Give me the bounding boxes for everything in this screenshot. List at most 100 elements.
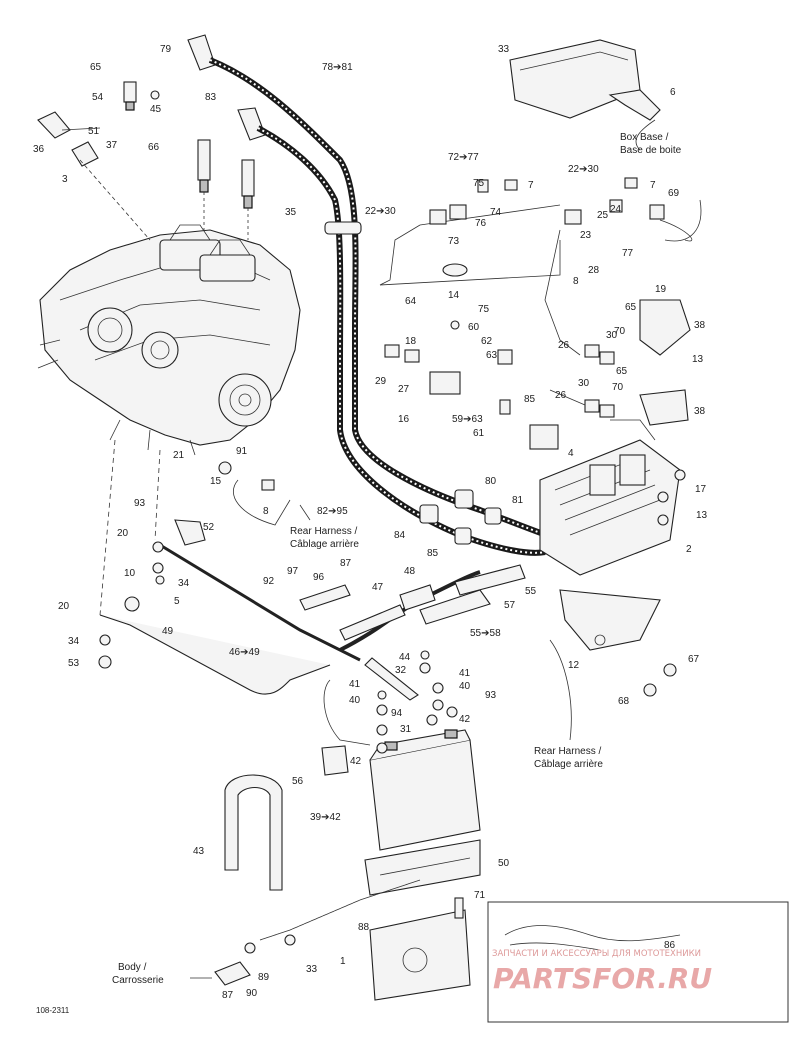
part-label: 66 [148, 142, 160, 153]
part-label: 5 [174, 596, 180, 607]
relays-and-connectors [379, 177, 702, 450]
part-label: 87 [340, 558, 352, 569]
part-label: 84 [394, 530, 406, 541]
part-label: 14 [448, 290, 460, 301]
battery [214, 729, 481, 1001]
part-label: 68 [618, 696, 630, 707]
part-label: 94 [391, 708, 403, 719]
part-label: 46➔49 [229, 647, 260, 658]
part-label: 13 [696, 510, 708, 521]
part-label: 67 [688, 654, 700, 665]
part-label: 77 [622, 248, 634, 259]
electrical-box [509, 39, 686, 697]
part-label: 64 [405, 296, 417, 307]
part-label: 63 [486, 350, 498, 361]
part-label: 37 [106, 140, 118, 151]
rear-harness-caption-1-fr: Câblage arrière [290, 539, 359, 550]
part-label: 33 [306, 964, 318, 975]
part-label: 82➔95 [317, 506, 348, 517]
part-label: 26 [555, 390, 567, 401]
part-label: 87 [222, 990, 234, 1001]
part-label: 44 [399, 652, 411, 663]
part-label: 50 [498, 858, 510, 869]
part-label: 32 [395, 665, 407, 676]
part-label: 90 [246, 988, 258, 999]
part-label: 17 [695, 484, 707, 495]
rear-harness-caption-2-fr: Câblage arrière [534, 759, 603, 770]
part-label: 97 [287, 566, 299, 577]
part-label: 83 [205, 92, 217, 103]
part-label: 52 [203, 522, 215, 533]
part-labels: 79 78➔81 65 54 45 83 36 51 37 3 66 33 6 … [33, 44, 708, 1001]
part-label: 36 [33, 144, 45, 155]
inset-detail-box [487, 901, 789, 1023]
box-base-caption-fr: Base de boite [620, 145, 682, 156]
part-label: 80 [485, 476, 497, 487]
rear-harness-caption-1-en: Rear Harness / [290, 526, 357, 537]
part-label: 38 [694, 406, 706, 417]
body-caption-fr: Carrosserie [112, 975, 164, 986]
part-label: 24 [610, 204, 622, 215]
part-label: 7 [528, 180, 534, 191]
part-label: 43 [193, 846, 205, 857]
box-base-caption-en: Box Base / [620, 132, 669, 143]
part-label: 60 [468, 322, 480, 333]
part-label: 26 [558, 340, 570, 351]
part-label: 70 [612, 382, 624, 393]
part-label: 2 [686, 544, 692, 555]
part-label: 29 [375, 376, 387, 387]
part-label: 55 [525, 586, 537, 597]
figure-id: 108-2311 [36, 1006, 70, 1015]
part-label: 89 [258, 972, 270, 983]
part-label: 75 [473, 178, 485, 189]
part-label: 57 [504, 600, 516, 611]
watermark-brand: PARTSFOR.RU [493, 962, 712, 995]
part-label: 96 [313, 572, 325, 583]
part-label: 38 [694, 320, 706, 331]
part-label: 8 [263, 506, 269, 517]
part-label: 28 [588, 265, 600, 276]
part-label: 22➔30 [365, 206, 396, 217]
battery-terminal-fasteners [376, 650, 458, 754]
part-label: 30 [606, 330, 618, 341]
part-label: 93 [485, 690, 497, 701]
part-label: 53 [68, 658, 80, 669]
part-label: 41 [349, 679, 361, 690]
part-label: 71 [474, 890, 486, 901]
part-label: 15 [210, 476, 222, 487]
part-label: 54 [92, 92, 104, 103]
part-label: 25 [597, 210, 609, 221]
part-label: 88 [358, 922, 370, 933]
part-label: 62 [481, 336, 493, 347]
part-label: 69 [668, 188, 680, 199]
part-label: 75 [478, 304, 490, 315]
part-label: 18 [405, 336, 417, 347]
part-label: 91 [236, 446, 248, 457]
battery-cables [98, 439, 526, 746]
part-label: 79 [160, 44, 172, 55]
sensor-parts-upper-left [37, 81, 160, 241]
part-label: 34 [68, 636, 80, 647]
watermark: ЗАПЧАСТИ И АКСЕССУАРЫ ДЛЯ МОТОТЕХНИКИ PA… [492, 949, 712, 995]
part-label: 3 [62, 174, 68, 185]
part-label: 51 [88, 126, 100, 137]
part-label: 22➔30 [568, 164, 599, 175]
part-label: 42 [350, 756, 362, 767]
part-label: 76 [475, 218, 487, 229]
part-label: 70 [614, 326, 626, 337]
part-label: 30 [578, 378, 590, 389]
part-label: 33 [498, 44, 510, 55]
part-label: 73 [448, 236, 460, 247]
captions: Box Base / Base de boite Rear Harness / … [36, 132, 682, 1015]
part-label: 12 [568, 660, 580, 671]
watermark-tagline: ЗАПЧАСТИ И АКСЕССУАРЫ ДЛЯ МОТОТЕХНИКИ [492, 949, 701, 959]
part-label: 65 [616, 366, 628, 377]
part-label: 8 [573, 276, 579, 287]
part-label: 27 [398, 384, 410, 395]
spark-plugs [197, 139, 255, 240]
part-label: 34 [178, 578, 190, 589]
part-label: 20 [58, 601, 70, 612]
part-label: 13 [692, 354, 704, 365]
caption-leaders [190, 119, 656, 979]
